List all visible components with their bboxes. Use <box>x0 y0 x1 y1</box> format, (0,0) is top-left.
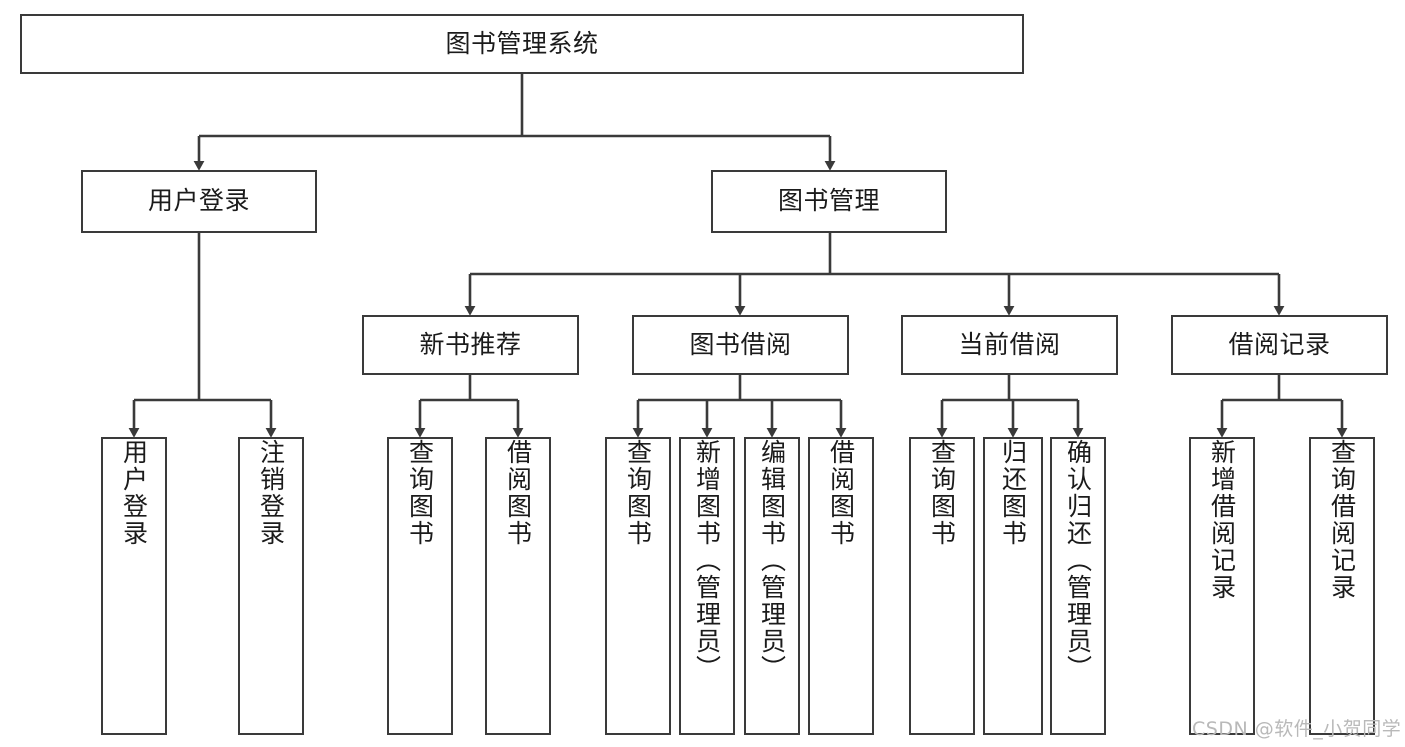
node-root[interactable]: 图书管理系统 <box>20 14 1024 74</box>
leaf-query-record[interactable]: 查询借阅记录 <box>1309 437 1375 735</box>
leaf-query-record-label: 查询借阅记录 <box>1327 439 1357 601</box>
leaf-borrow-book-1[interactable]: 借阅图书 <box>485 437 551 735</box>
leaf-borrow-book-2[interactable]: 借阅图书 <box>808 437 874 735</box>
leaf-add-book-label: 新增图书（管理员） <box>692 439 722 682</box>
node-user-login-label: 用户登录 <box>147 186 250 216</box>
csdn-watermark: CSDN @软件_小贺同学 <box>1192 714 1401 741</box>
leaf-query-book-1-label: 查询图书 <box>405 439 435 547</box>
leaf-user-logout-label: 注销登录 <box>256 439 286 547</box>
leaf-edit-book[interactable]: 编辑图书（管理员） <box>744 437 800 735</box>
leaf-query-book-1[interactable]: 查询图书 <box>387 437 453 735</box>
leaf-borrow-book-1-label: 借阅图书 <box>503 439 533 547</box>
node-book-borrow-label: 图书借阅 <box>689 329 792 359</box>
leaf-user-login-label: 用户登录 <box>119 439 149 547</box>
leaf-return-book[interactable]: 归还图书 <box>983 437 1043 735</box>
leaf-edit-book-label: 编辑图书（管理员） <box>757 439 787 682</box>
node-current-borrow-label: 当前借阅 <box>958 329 1061 359</box>
leaf-query-book-2-label: 查询图书 <box>623 439 653 547</box>
node-book-borrow[interactable]: 图书借阅 <box>632 315 849 375</box>
node-new-book-recommend[interactable]: 新书推荐 <box>362 315 579 375</box>
leaf-return-book-label: 归还图书 <box>998 439 1028 547</box>
node-book-manage-label: 图书管理 <box>777 186 880 216</box>
node-current-borrow[interactable]: 当前借阅 <box>901 315 1118 375</box>
leaf-query-book-3-label: 查询图书 <box>927 439 957 547</box>
node-user-login[interactable]: 用户登录 <box>81 170 317 233</box>
leaf-borrow-book-2-label: 借阅图书 <box>826 439 856 547</box>
node-borrow-record-label: 借阅记录 <box>1228 329 1331 359</box>
leaf-add-book[interactable]: 新增图书（管理员） <box>679 437 735 735</box>
csdn-watermark-text: CSDN @软件_小贺同学 <box>1192 718 1402 740</box>
node-root-label: 图书管理系统 <box>445 28 599 58</box>
leaf-add-record-label: 新增借阅记录 <box>1207 439 1237 601</box>
leaf-query-book-2[interactable]: 查询图书 <box>605 437 671 735</box>
node-new-book-recommend-label: 新书推荐 <box>419 329 522 359</box>
node-book-manage[interactable]: 图书管理 <box>711 170 947 233</box>
leaf-add-record[interactable]: 新增借阅记录 <box>1189 437 1255 735</box>
leaf-confirm-return[interactable]: 确认归还（管理员） <box>1050 437 1106 735</box>
leaf-query-book-3[interactable]: 查询图书 <box>909 437 975 735</box>
leaf-user-logout[interactable]: 注销登录 <box>238 437 304 735</box>
leaf-confirm-return-label: 确认归还（管理员） <box>1063 439 1093 682</box>
leaf-user-login[interactable]: 用户登录 <box>101 437 167 735</box>
node-borrow-record[interactable]: 借阅记录 <box>1171 315 1388 375</box>
